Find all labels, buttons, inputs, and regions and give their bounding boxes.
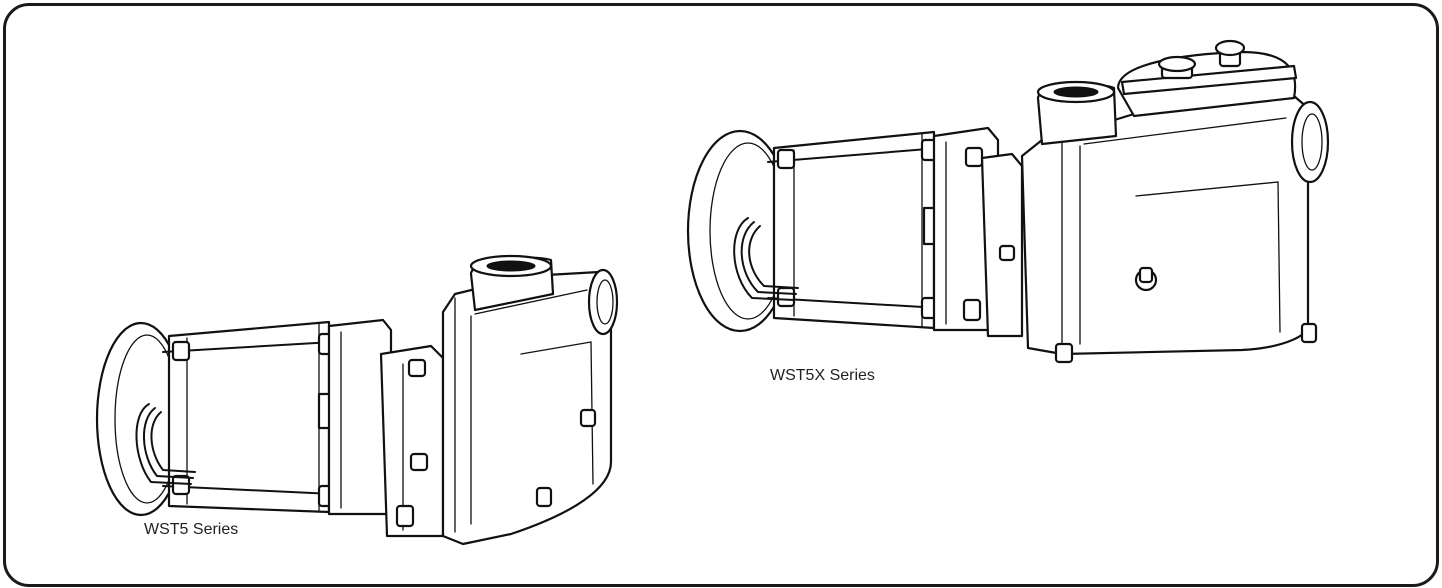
wst5x-pump-illustration [682,36,1402,376]
wst5x-pump-drawing [686,39,1330,364]
wst5-pump-illustration [91,254,636,564]
wst5-pump-drawing [95,254,619,546]
wst5-series-caption: WST5 Series [144,521,239,538]
figure-frame: WST5 Series WST5X Series [3,3,1439,587]
wst5x-series-caption: WST5X Series [770,367,875,384]
